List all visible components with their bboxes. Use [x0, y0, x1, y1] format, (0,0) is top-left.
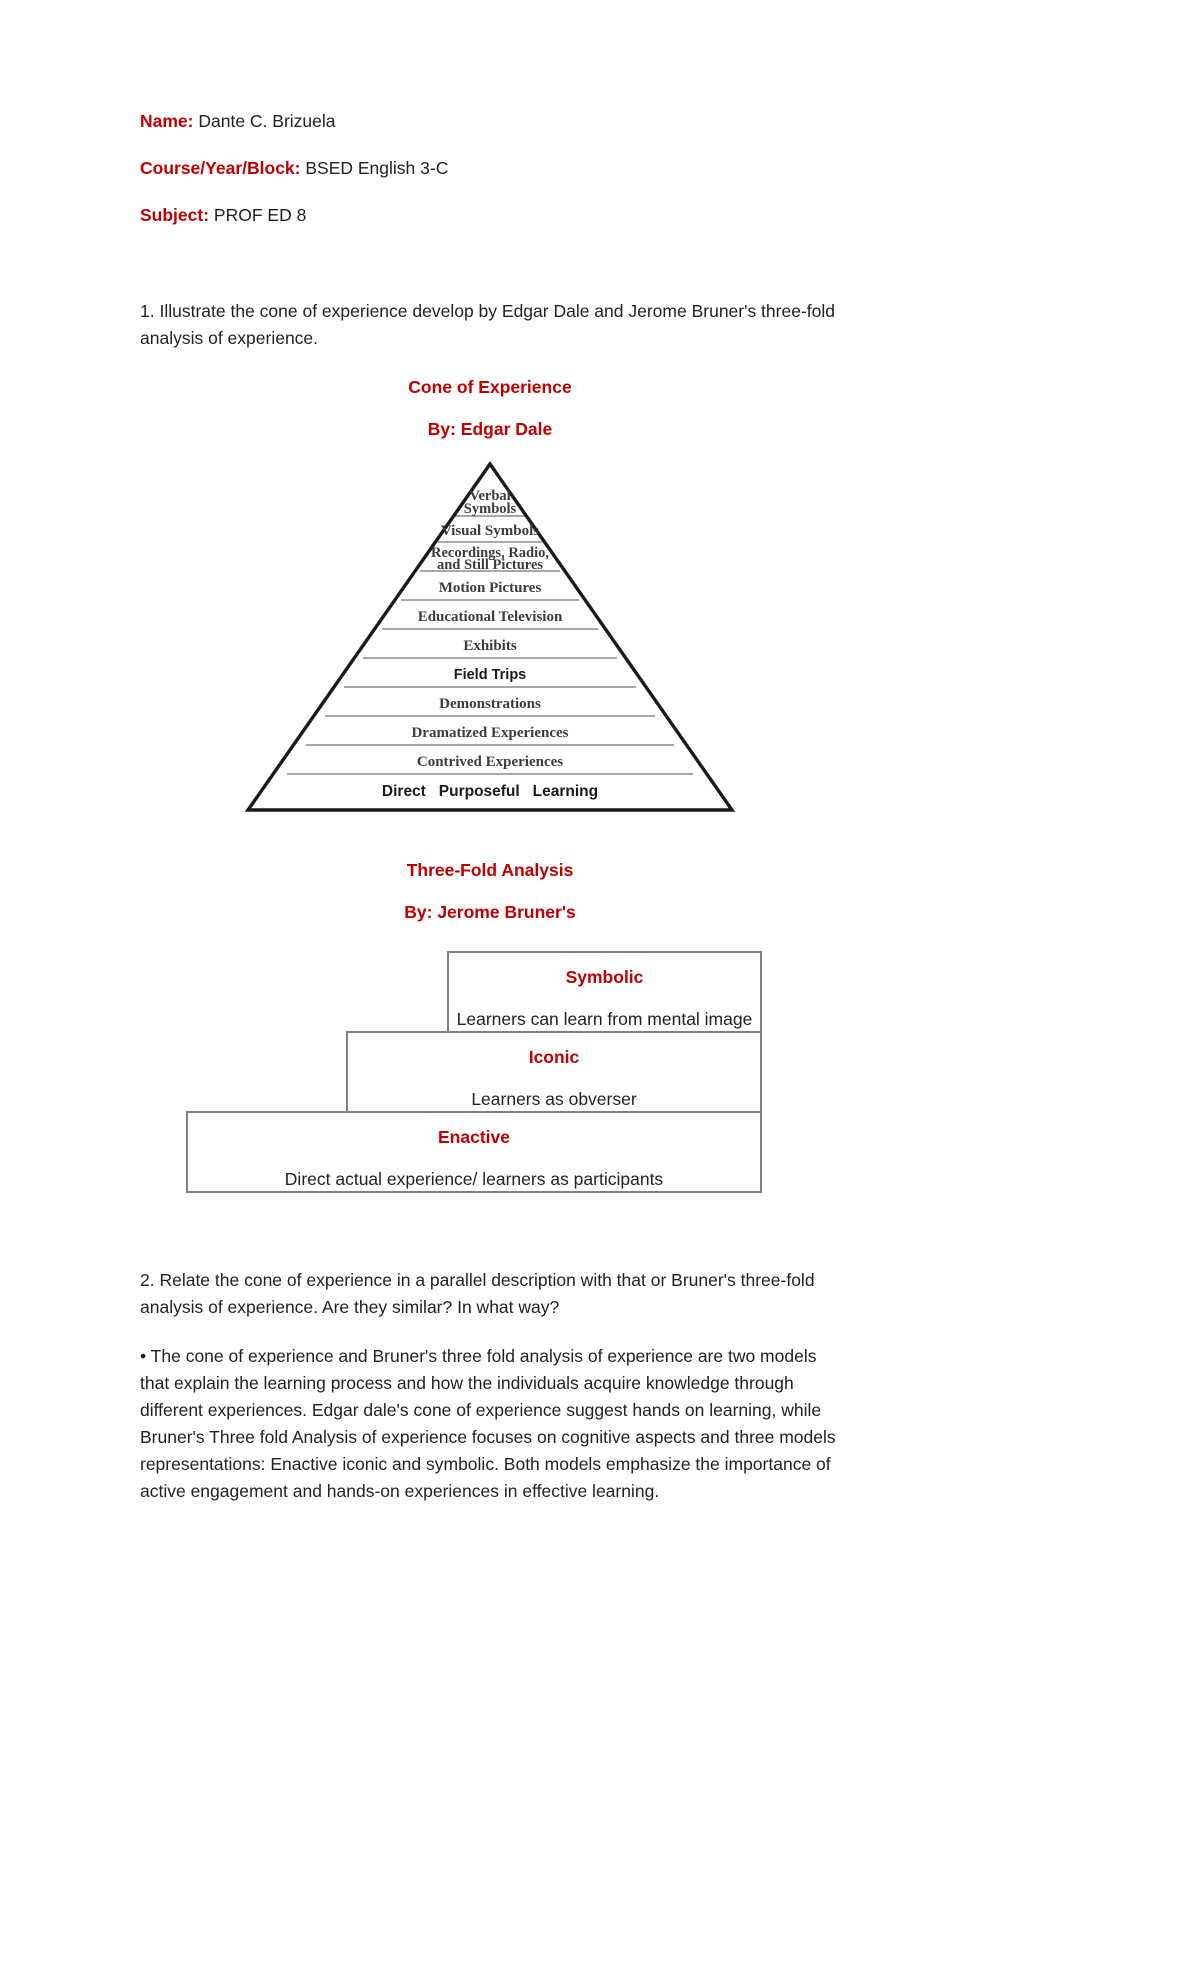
cone-of-experience-diagram: Verbal Symbols Visual Symbols Recordings…: [140, 454, 840, 824]
cone-outline-triangle: [244, 460, 736, 812]
cone-tier-label-contrived-experiences: Contrived Experiences: [417, 754, 563, 770]
info-label-subject: Subject:: [140, 204, 210, 225]
cone-tier-label-visual-symbols: Visual Symbols: [441, 523, 539, 539]
info-line-course: Course/Year/Block: BSED English 3-C: [140, 157, 840, 180]
info-label-name: Name:: [140, 111, 194, 131]
cone-tier-separators: [287, 514, 693, 775]
threefold-title-enactive: Enactive: [438, 1126, 510, 1147]
cone-svg: Verbal Symbols Visual Symbols Recordings…: [244, 460, 736, 812]
info-line-name: Name: Dante C. Brizuela: [140, 110, 840, 133]
info-value-course: BSED English 3-C: [305, 157, 449, 178]
info-label-course: Course/Year/Block:: [140, 157, 301, 178]
threefold-desc-iconic: Learners as obverser: [471, 1088, 637, 1109]
question-2-text: 2. Relate the cone of experience in a pa…: [140, 1269, 815, 1317]
threefold-title-iconic: Iconic: [528, 1046, 580, 1067]
answer-2-text: • The cone of experience and Bruner's th…: [140, 1345, 836, 1502]
question-1-text: 1. Illustrate the cone of experience dev…: [140, 301, 835, 349]
cone-tier-label-dramatized-experiences: Dramatized Experiences: [411, 725, 568, 741]
threefold-box-enactive: Enactive Direct actual experience/ learn…: [186, 1110, 762, 1193]
threefold-desc-symbolic: Learners can learn from mental image: [456, 1008, 753, 1029]
document-content: Name: Dante C. Brizuela Course/Year/Bloc…: [140, 0, 840, 1506]
cone-tier-label-motion-pictures: Motion Pictures: [439, 580, 542, 596]
info-value-name: Dante C. Brizuela: [198, 111, 336, 131]
student-info-block: Name: Dante C. Brizuela Course/Year/Bloc…: [140, 110, 840, 226]
cone-tier-label-field-trips: Field Trips: [454, 667, 527, 683]
threefold-box-iconic: Iconic Learners as obverser: [346, 1030, 762, 1113]
threefold-analysis-diagram: Symbolic Learners can learn from mental …: [140, 950, 840, 1197]
cone-tier-label-educational-television: Educational Television: [418, 609, 563, 625]
threefold-author: By: Jerome Bruner's: [404, 902, 576, 922]
info-line-subject: Subject: PROF ED 8: [140, 204, 840, 227]
cone-author: By: Edgar Dale: [427, 419, 553, 439]
cone-tier-label-direct-purposeful-learning: Direct Purposeful Learning: [382, 783, 598, 800]
cone-tier-label-verbal-symbols-line1: Verbal: [469, 488, 510, 504]
cone-title: Cone of Experience: [408, 376, 572, 397]
threefold-title-symbolic: Symbolic: [565, 966, 644, 987]
threefold-title: Three-Fold Analysis: [406, 859, 574, 880]
threefold-desc-enactive: Direct actual experience/ learners as pa…: [284, 1168, 664, 1189]
cone-tier-label-exhibits: Exhibits: [463, 638, 517, 654]
cone-tier-label-recordings-line1: Recordings, Radio,: [431, 545, 549, 561]
info-value-subject: PROF ED 8: [213, 204, 307, 225]
threefold-box-symbolic: Symbolic Learners can learn from mental …: [447, 950, 762, 1033]
cone-tier-label-recordings-line2: and Still Pictures: [437, 557, 543, 573]
cone-tier-label-verbal-symbols-line2: Symbols: [464, 501, 517, 517]
cone-tier-label-demonstrations: Demonstrations: [439, 696, 541, 712]
